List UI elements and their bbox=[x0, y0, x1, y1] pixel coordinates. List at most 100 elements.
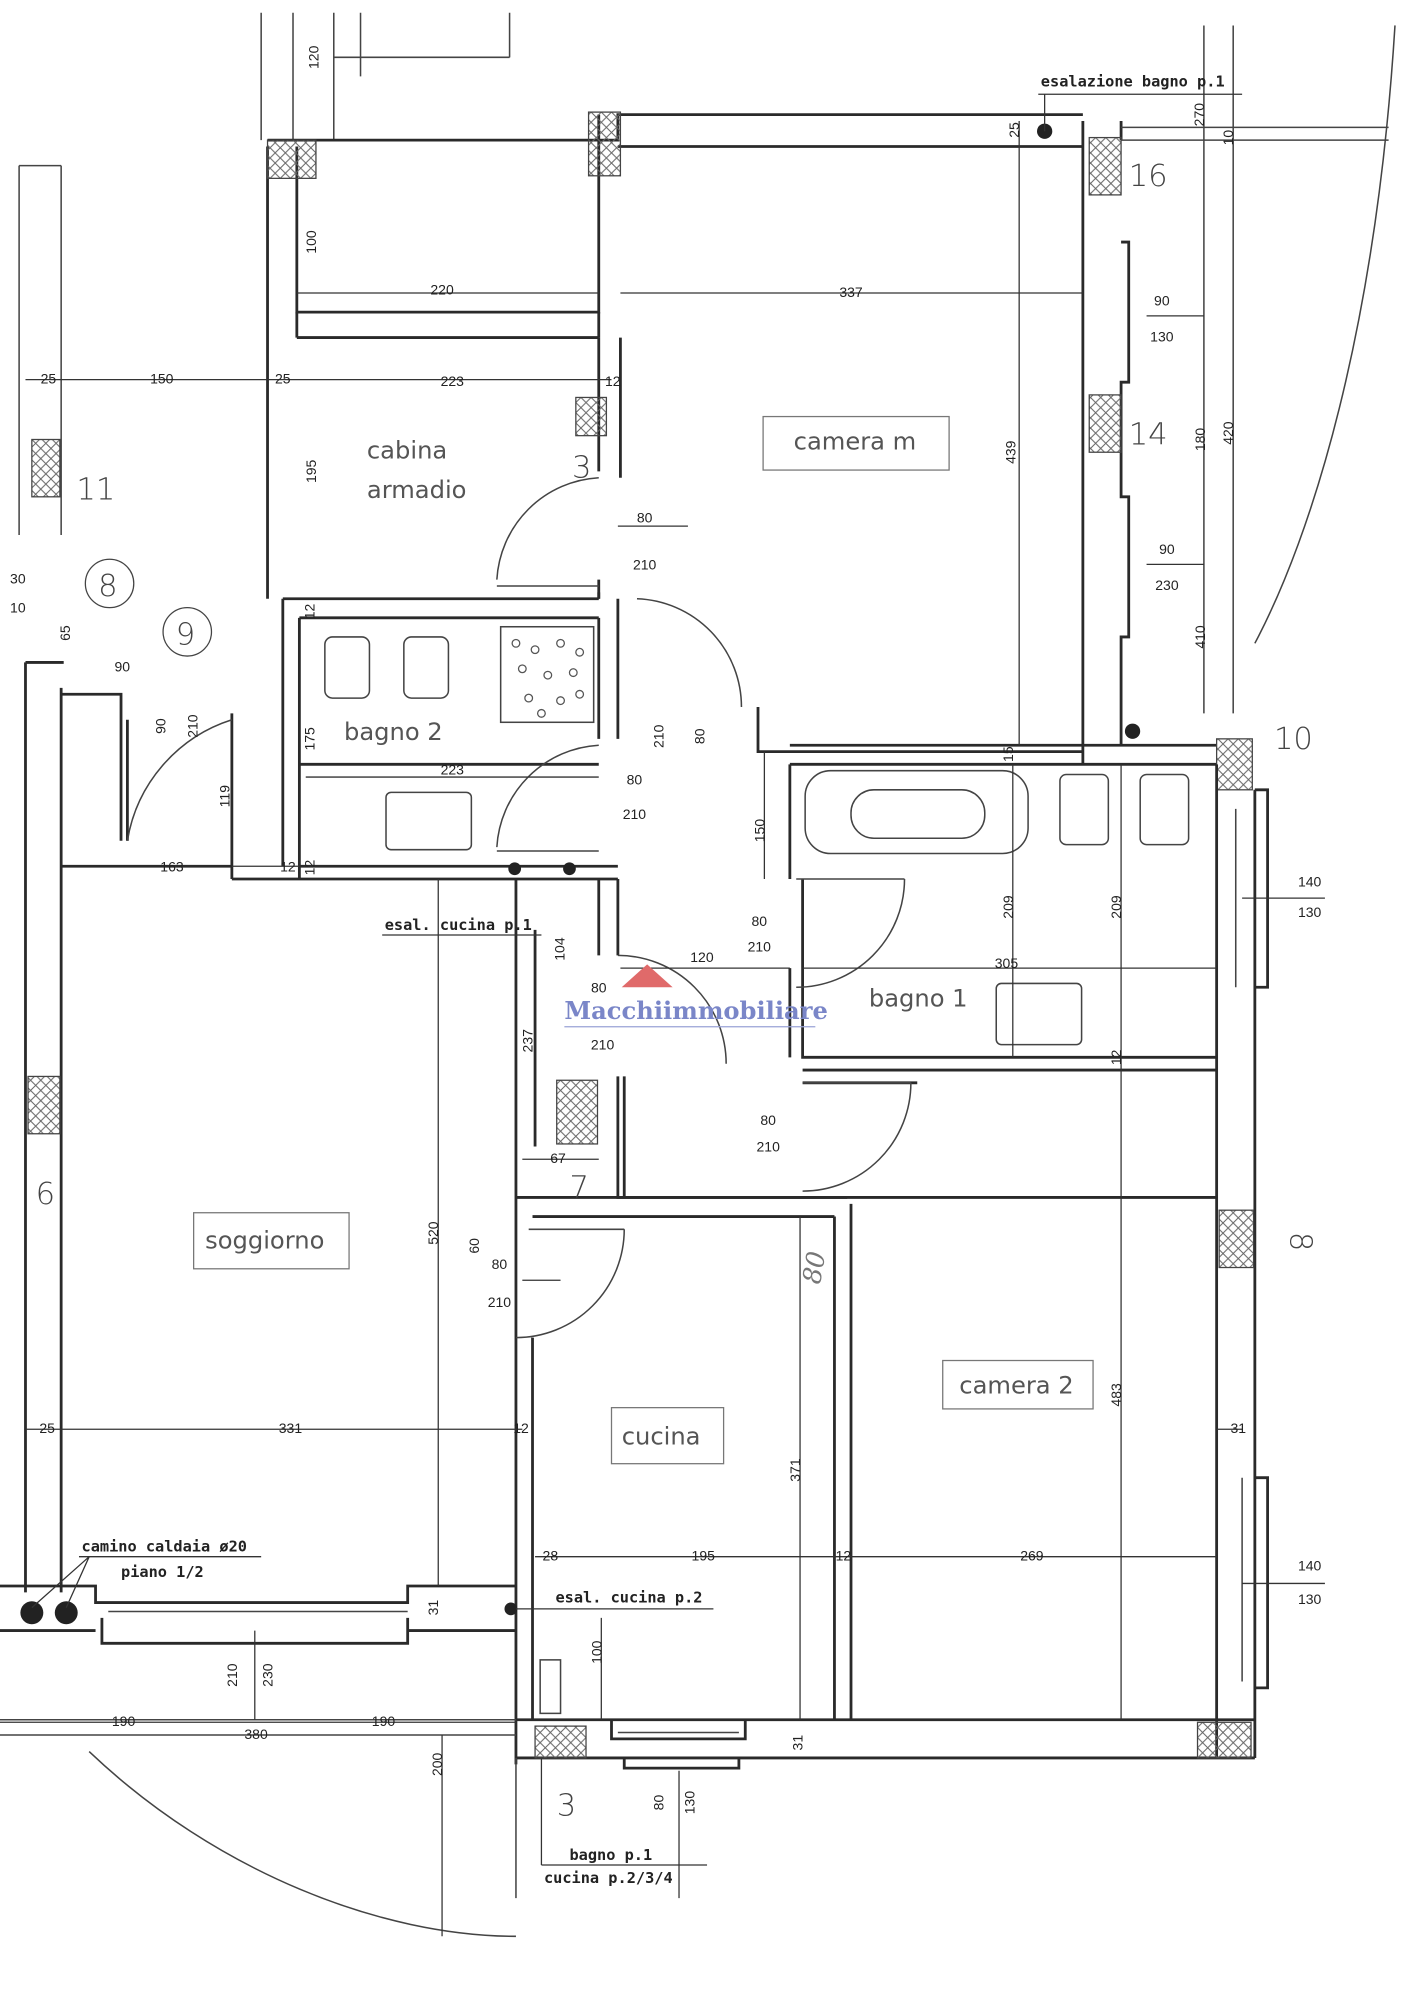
dimension-label: 90 bbox=[1154, 293, 1170, 309]
dimension-label: 12 bbox=[1108, 1049, 1124, 1065]
room-label-soggiorno: soggiorno bbox=[205, 1226, 324, 1254]
walls bbox=[0, 12, 1396, 1938]
dimension-label: 25 bbox=[41, 370, 57, 386]
dimension-label: 223 bbox=[441, 373, 465, 389]
dimension-label: 31 bbox=[790, 1735, 806, 1751]
dimension-label: 520 bbox=[425, 1221, 441, 1245]
dimension-label: 420 bbox=[1220, 421, 1236, 445]
marker: 14 bbox=[1129, 418, 1168, 453]
dimension-label: 90 bbox=[1159, 541, 1175, 557]
dimension-label: 410 bbox=[1192, 625, 1208, 649]
dimension-label: 140 bbox=[1298, 1558, 1322, 1574]
dimension-label: 180 bbox=[1192, 428, 1208, 452]
dimension-label: 210 bbox=[651, 724, 667, 748]
dimension-label: 150 bbox=[751, 819, 767, 843]
dimension-label: 190 bbox=[112, 1713, 136, 1729]
dimension-label: 65 bbox=[57, 625, 73, 641]
dimension-label: 210 bbox=[224, 1663, 240, 1687]
dimension-label: 270 bbox=[1191, 103, 1207, 127]
dimension-label: 371 bbox=[787, 1458, 803, 1482]
dimension-label: 380 bbox=[244, 1726, 268, 1742]
room-label-bagno-2: bagno 2 bbox=[344, 718, 443, 746]
room-label-camera-m: camera m bbox=[794, 428, 917, 456]
dimension-label: 12 bbox=[302, 603, 318, 619]
dimension-label: 140 bbox=[1298, 874, 1322, 890]
dimension-label: 100 bbox=[303, 230, 319, 254]
note-esalazione-bagno: esalazione bagno p.1 bbox=[1041, 73, 1225, 91]
dimension-label: 31 bbox=[1230, 1420, 1246, 1436]
fixtures bbox=[324, 123, 1190, 1715]
dimension-label: 80 bbox=[627, 772, 643, 788]
bidet-icon bbox=[1059, 773, 1110, 846]
dimension-label: 209 bbox=[1000, 895, 1016, 919]
note-bagno-p1: bagno p.1 bbox=[569, 1846, 652, 1864]
dimension-label: 80 bbox=[751, 913, 767, 929]
dimension-label: 30 bbox=[10, 570, 26, 586]
room-label-camera-2: camera 2 bbox=[959, 1372, 1073, 1400]
sink-icon bbox=[385, 791, 473, 851]
dimension-label: 230 bbox=[1155, 577, 1179, 593]
room-label-cucina: cucina bbox=[622, 1423, 701, 1451]
dimension-label: 337 bbox=[839, 284, 863, 300]
bidet-icon bbox=[403, 636, 450, 699]
watermark-logo: Macchiimmobiliare bbox=[564, 964, 828, 1028]
dimension-label: 60 bbox=[466, 1238, 482, 1254]
dimension-label: 210 bbox=[757, 1139, 781, 1155]
annotations: esalazione bagno p.1 esal. cucina p.1 ca… bbox=[31, 73, 1243, 1887]
toilet-icon bbox=[1139, 773, 1190, 846]
room-label-cabina: cabina bbox=[367, 437, 447, 465]
note-esal-cucina-p2: esal. cucina p.2 bbox=[555, 1589, 702, 1607]
marker: 8 bbox=[1283, 1232, 1318, 1251]
markers: 16 14 11 8 9 3 10 6 7 3 8 bbox=[36, 159, 1318, 1823]
marker: 3 bbox=[557, 1788, 576, 1823]
dimension-label: 223 bbox=[441, 762, 465, 778]
marker: 7 bbox=[569, 1170, 588, 1205]
dimension-label: 200 bbox=[429, 1752, 445, 1776]
marker-circled: 8 bbox=[98, 569, 117, 604]
dimension-label: 15 bbox=[1000, 746, 1016, 762]
dimension-lines bbox=[0, 121, 1325, 1937]
dimension-label: 120 bbox=[305, 45, 321, 69]
dimension-label: 120 bbox=[690, 949, 714, 965]
dimension-label: 210 bbox=[748, 939, 772, 955]
bathtub-icon bbox=[804, 769, 1029, 855]
dimension-label: 150 bbox=[150, 370, 174, 386]
dimension-label: 25 bbox=[1006, 122, 1022, 138]
dimension-label: 90 bbox=[153, 718, 169, 734]
dimension-label: 80 bbox=[492, 1256, 508, 1272]
dimension-label: 80 bbox=[651, 1795, 667, 1811]
room-labels: cabina armadio camera m bagno 2 bagno 1 … bbox=[193, 415, 1094, 1465]
marker: 16 bbox=[1129, 159, 1168, 194]
dimension-label: 12 bbox=[302, 860, 318, 876]
dimension-label: 210 bbox=[184, 714, 200, 738]
dimension-label: 12 bbox=[513, 1420, 529, 1436]
note-cucina-p234: cucina p.2/3/4 bbox=[544, 1869, 673, 1887]
dimension-label: 130 bbox=[681, 1791, 697, 1815]
note-piano: piano 1/2 bbox=[121, 1563, 204, 1581]
dimension-label: 130 bbox=[1298, 1591, 1322, 1607]
dimension-label: 12 bbox=[605, 373, 621, 389]
dimension-label: 10 bbox=[1220, 130, 1236, 146]
dimension-label: 25 bbox=[275, 370, 291, 386]
marker: 11 bbox=[76, 472, 115, 507]
dimension-label: 80 bbox=[591, 979, 607, 995]
room-label-bagno-1: bagno 1 bbox=[869, 984, 968, 1012]
dimension-label: 130 bbox=[1298, 904, 1322, 920]
dimension-label: 119 bbox=[216, 785, 232, 808]
note-esal-cucina-p1: esal. cucina p.1 bbox=[385, 916, 532, 934]
dimension-label: 130 bbox=[1150, 328, 1174, 344]
dimension-label: 175 bbox=[302, 727, 318, 751]
dimension-label: 25 bbox=[39, 1420, 55, 1436]
marker: 6 bbox=[36, 1177, 55, 1212]
dimension-label: 195 bbox=[692, 1548, 716, 1564]
dimension-label: 104 bbox=[551, 937, 567, 961]
dimension-label: 12 bbox=[280, 858, 296, 874]
dimension-label: 80 bbox=[691, 728, 707, 744]
sink-icon bbox=[995, 982, 1083, 1046]
doors bbox=[126, 476, 912, 1339]
dimension-label: 195 bbox=[303, 459, 319, 483]
note-camino: camino caldaia ø20 bbox=[82, 1538, 247, 1556]
marker: 3 bbox=[572, 451, 591, 486]
marker-circled: 9 bbox=[176, 618, 195, 653]
